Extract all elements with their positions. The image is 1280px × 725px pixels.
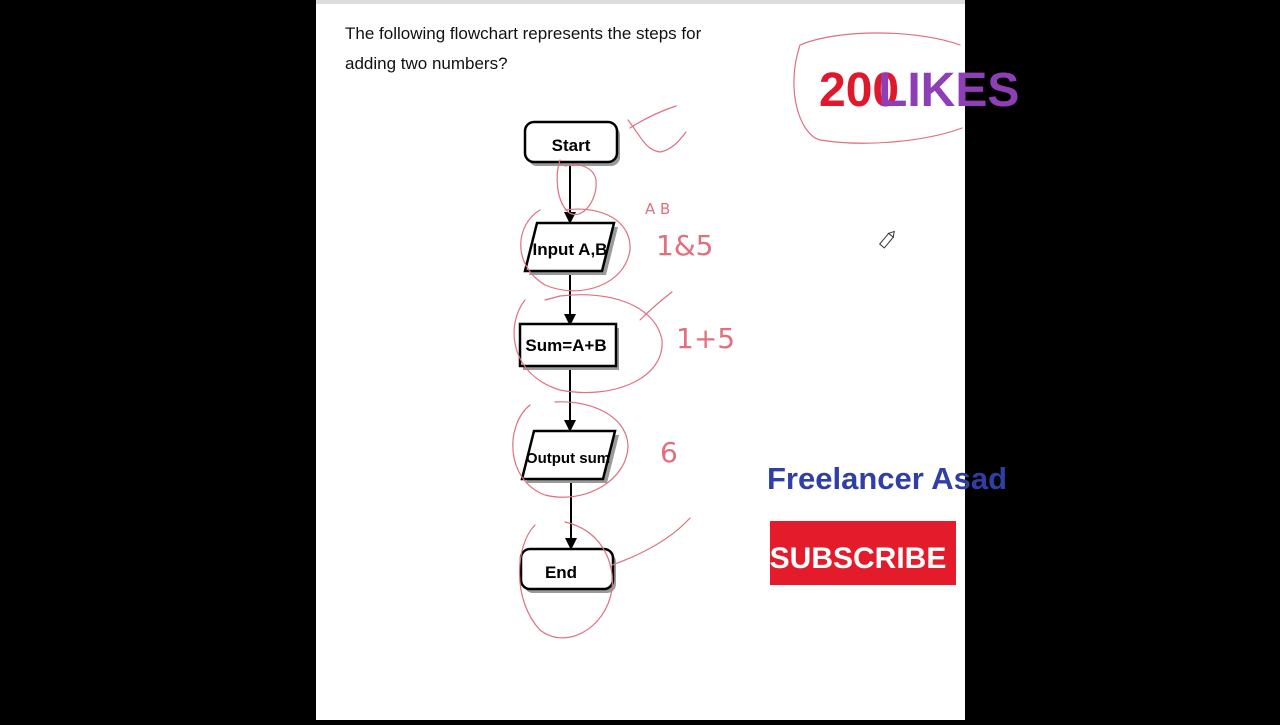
circle-input bbox=[520, 208, 631, 292]
node-process-label: Sum=A+B bbox=[525, 336, 606, 355]
arrowhead-process bbox=[564, 314, 576, 326]
scribble-end bbox=[611, 517, 691, 566]
node-start-label: Start bbox=[552, 136, 591, 155]
node-end-label: End bbox=[545, 563, 577, 582]
likes-badge: 200 LIKES bbox=[819, 64, 1019, 117]
circle-process bbox=[513, 294, 663, 394]
likes-number: 200 bbox=[819, 64, 899, 117]
note-sum: 1+5 bbox=[676, 322, 735, 355]
circle-output bbox=[512, 401, 629, 498]
check-mark-scribble bbox=[627, 119, 687, 153]
node-process: Sum=A+B bbox=[518, 322, 619, 370]
arrowhead-input bbox=[564, 212, 576, 224]
circle-likes bbox=[793, 32, 963, 144]
slide-top-border bbox=[316, 0, 965, 4]
node-end-shape bbox=[519, 547, 615, 591]
slide-background bbox=[316, 0, 965, 720]
note-ab: A B bbox=[645, 200, 670, 218]
scribble-line bbox=[629, 105, 677, 129]
node-output-label: Output sum bbox=[526, 450, 610, 467]
node-output: Output sum bbox=[520, 429, 619, 483]
flowchart-edges bbox=[564, 164, 577, 550]
handwritten-annotations: A B 1&5 1+5 6 bbox=[512, 32, 963, 639]
scribble-process bbox=[639, 291, 673, 321]
node-start: Start bbox=[523, 120, 620, 166]
subscribe-button-bg[interactable] bbox=[770, 521, 956, 585]
note-input-values: 1&5 bbox=[656, 229, 713, 262]
likes-word: LIKES bbox=[878, 64, 1019, 117]
arrowhead-output bbox=[564, 420, 576, 432]
circle-start-arrow bbox=[556, 159, 597, 215]
circle-end bbox=[518, 521, 613, 639]
node-input-label: Input A,B bbox=[533, 240, 608, 259]
brand-name: Freelancer Asad bbox=[767, 461, 1007, 496]
note-output: 6 bbox=[660, 436, 678, 469]
pencil-icon bbox=[878, 230, 895, 249]
subscribe-button-label[interactable]: SUBSCRIBE bbox=[770, 542, 947, 575]
node-input-shape bbox=[523, 221, 616, 273]
question-line-2: adding two numbers? bbox=[345, 54, 508, 73]
question-line-1: The following flowchart represents the s… bbox=[345, 24, 702, 43]
arrowhead-end bbox=[565, 538, 577, 550]
node-process-shape bbox=[518, 322, 618, 368]
node-input: Input A,B bbox=[523, 221, 618, 275]
node-output-shape bbox=[520, 429, 617, 481]
node-start-shape bbox=[523, 120, 619, 164]
subscribe-button[interactable]: SUBSCRIBE bbox=[770, 521, 956, 585]
node-end: End bbox=[519, 547, 616, 593]
